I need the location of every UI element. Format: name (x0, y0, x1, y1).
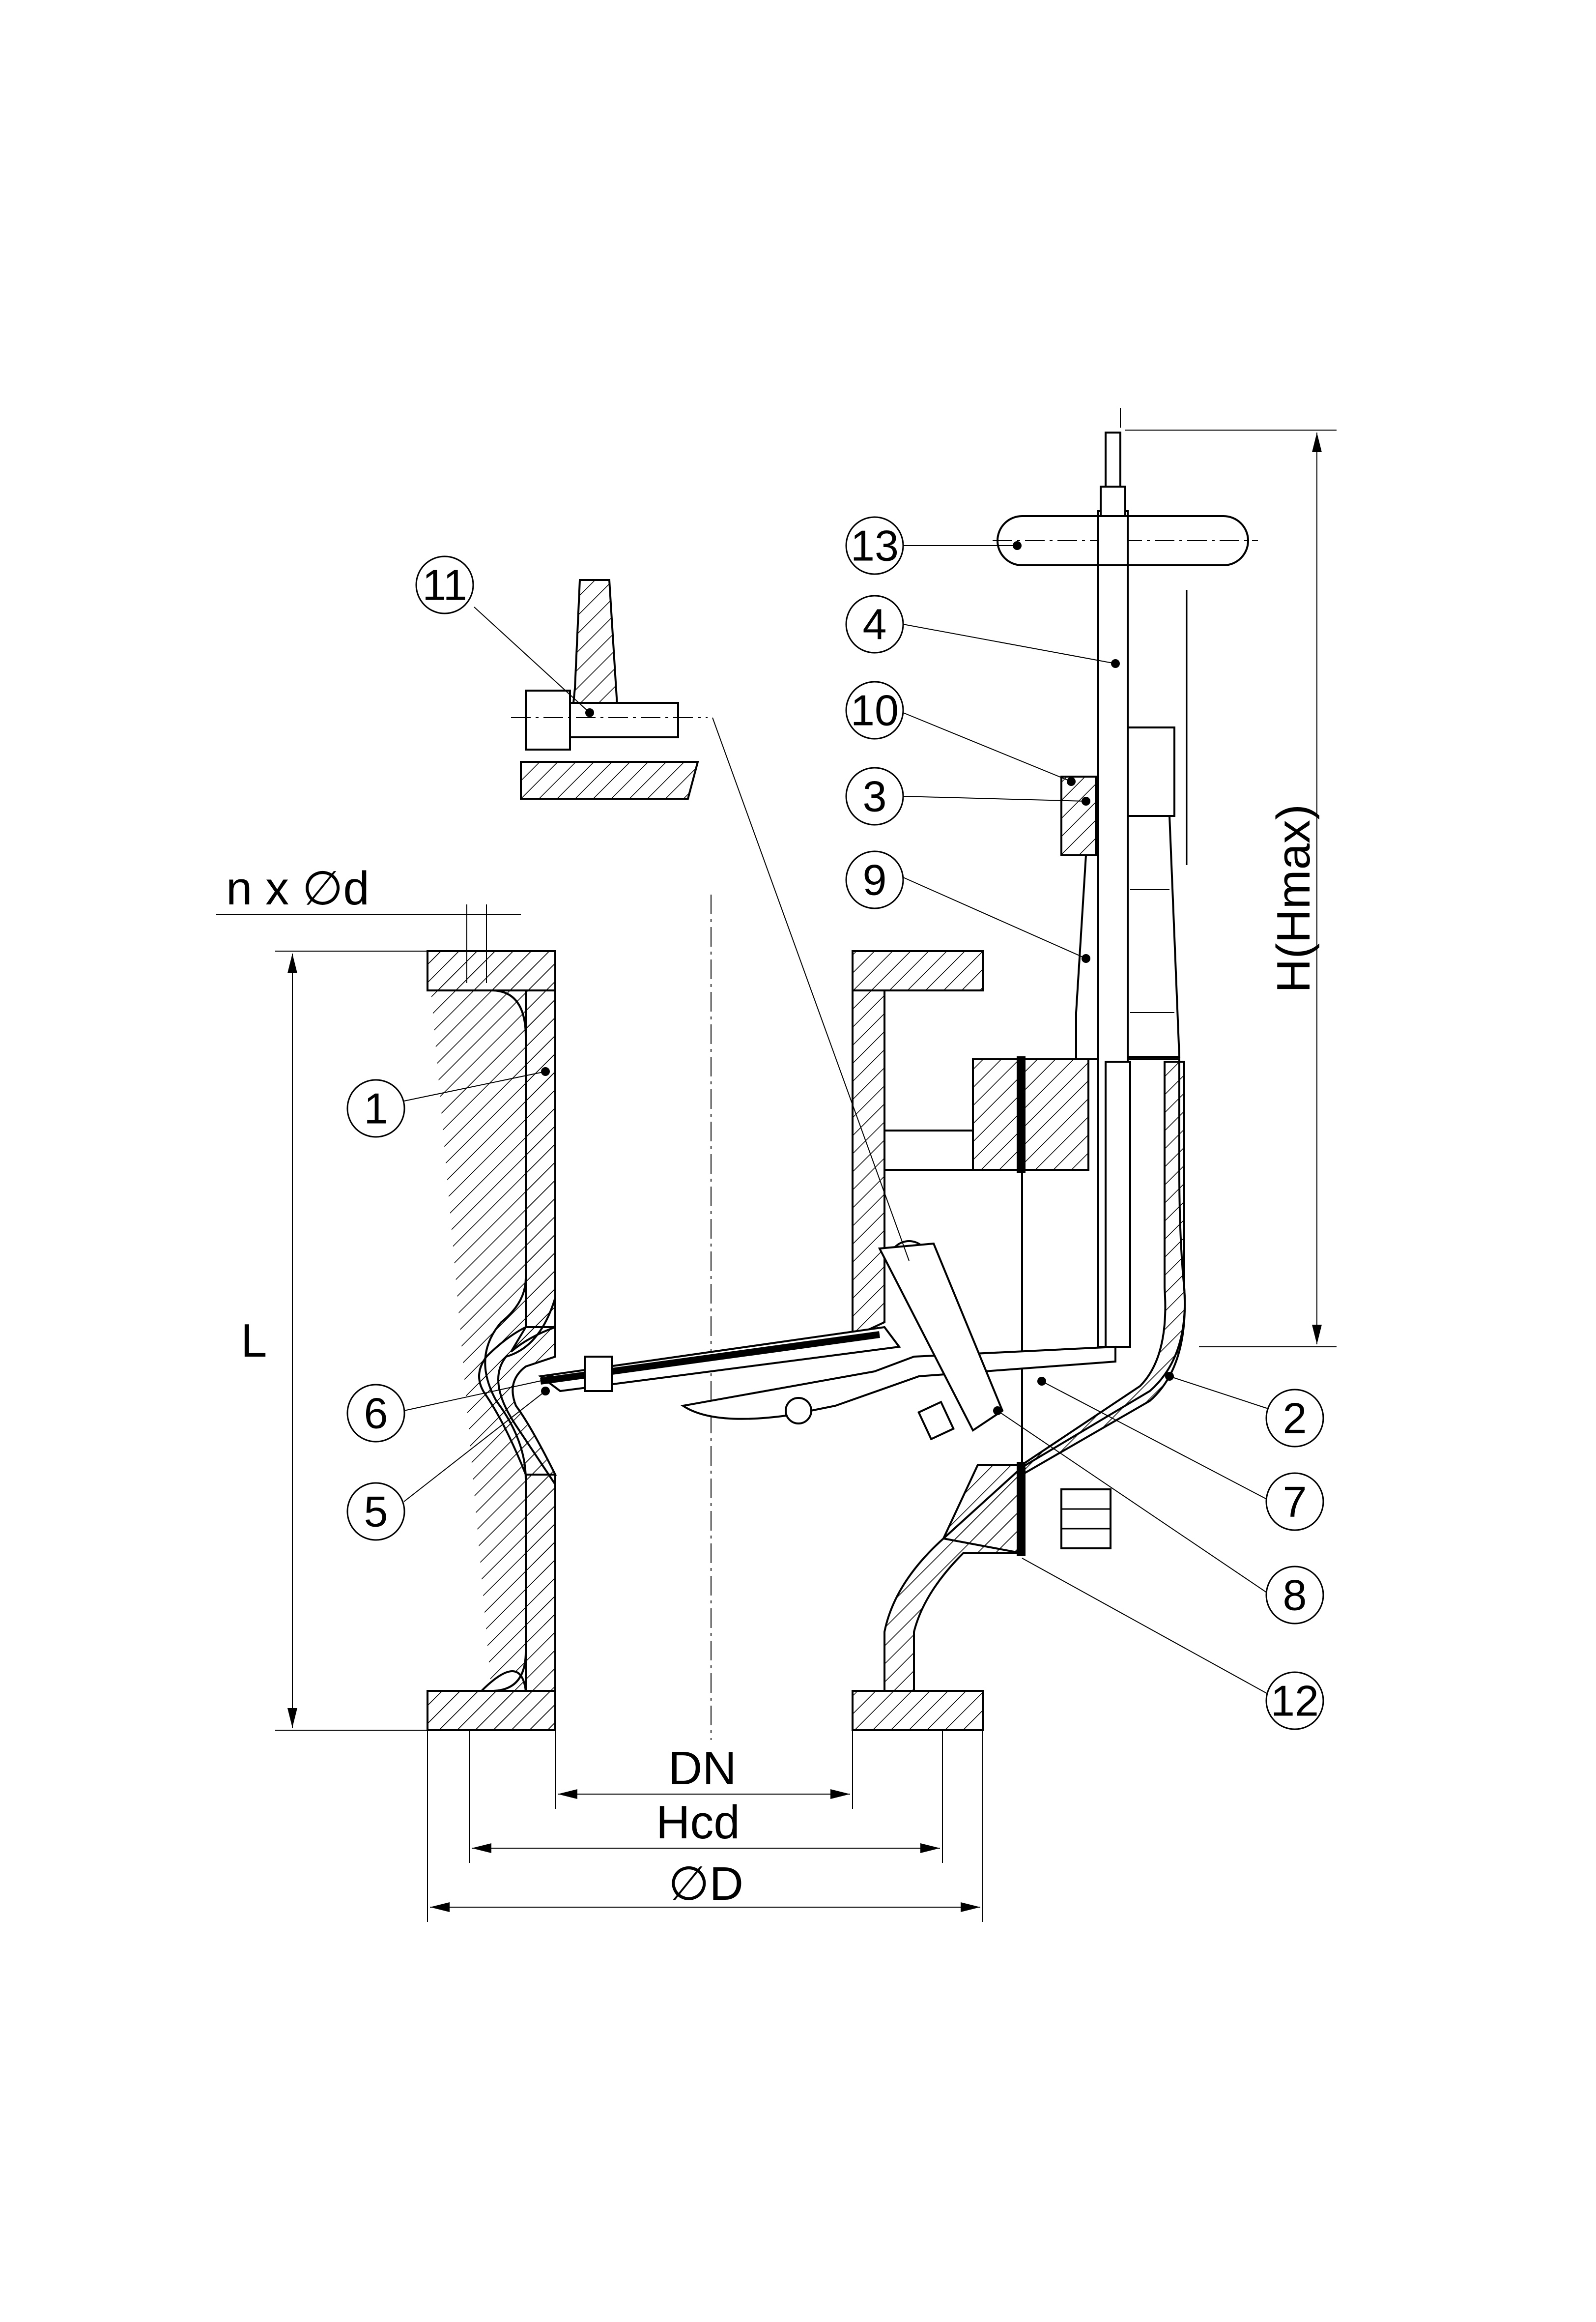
callout-11: 11 (415, 555, 474, 614)
callout-1: 1 (346, 1079, 405, 1138)
hinge-pin (785, 1397, 812, 1424)
svg-text:2: 2 (1283, 1394, 1307, 1443)
disc-nut (584, 1356, 613, 1392)
dim-label-DN: DN (668, 1742, 737, 1795)
yoke-column (1119, 815, 1181, 1058)
callout-8: 8 (1265, 1566, 1324, 1625)
svg-text:11: 11 (422, 561, 467, 610)
handwheel-hub (1097, 515, 1129, 566)
detail-bolt-head (525, 690, 571, 751)
left-wall-lower (525, 1474, 556, 1692)
callout-dots (541, 541, 1174, 1415)
callout-9: 9 (845, 850, 904, 909)
callout-6: 6 (346, 1384, 405, 1443)
svg-text:4: 4 (863, 600, 887, 649)
dim-label-L: L (241, 1314, 267, 1367)
dim-label-nd: n x ∅d (226, 862, 370, 915)
callout-12: 12 (1265, 1671, 1324, 1730)
stem-lower (1105, 1061, 1131, 1348)
svg-text:6: 6 (364, 1389, 388, 1438)
dim-label-D: ∅D (668, 1858, 743, 1910)
callout-5: 5 (346, 1482, 405, 1541)
dim-label-H: H(Hmax) (1267, 804, 1320, 993)
detail-leader (712, 717, 910, 1261)
top-stud (1105, 432, 1121, 488)
detail-bolt-shank (569, 702, 679, 738)
seat-block-right (942, 1464, 1023, 1555)
left-bulge (478, 1326, 557, 1476)
callout-4: 4 (845, 595, 904, 654)
flange-top-right (852, 950, 984, 991)
pivot-nut (917, 1400, 955, 1441)
bolt-head (1060, 1488, 1112, 1549)
callout-7: 7 (1265, 1472, 1324, 1531)
svg-text:7: 7 (1283, 1478, 1307, 1526)
callout-13: 13 (845, 516, 904, 575)
callout-2: 2 (1265, 1389, 1324, 1448)
top-nut (1100, 486, 1126, 517)
flange-bottom-right (852, 1690, 984, 1731)
svg-text:3: 3 (863, 772, 887, 821)
callout-3: 3 (845, 767, 904, 826)
bonnet-flange (972, 1058, 1089, 1171)
svg-text:5: 5 (364, 1487, 388, 1536)
pivot-arm (878, 1242, 1004, 1432)
callout-leaders (403, 545, 1267, 1694)
gasket-lower (1017, 1462, 1026, 1556)
svg-text:13: 13 (851, 522, 899, 570)
svg-text:9: 9 (863, 856, 887, 904)
svg-text:8: 8 (1283, 1571, 1307, 1620)
bonnet-wall (1021, 1061, 1186, 1477)
svg-text:1: 1 (364, 1084, 388, 1133)
packing-gland (1060, 776, 1097, 856)
callout-10: 10 (845, 681, 904, 740)
flange-top-left (427, 950, 556, 991)
dim-label-Hcd: Hcd (656, 1796, 740, 1849)
svg-text:10: 10 (851, 686, 899, 735)
gasket-upper (1017, 1056, 1026, 1173)
flange-bottom-left (427, 1690, 556, 1731)
svg-text:12: 12 (1271, 1677, 1319, 1725)
detail-plate (520, 761, 699, 800)
